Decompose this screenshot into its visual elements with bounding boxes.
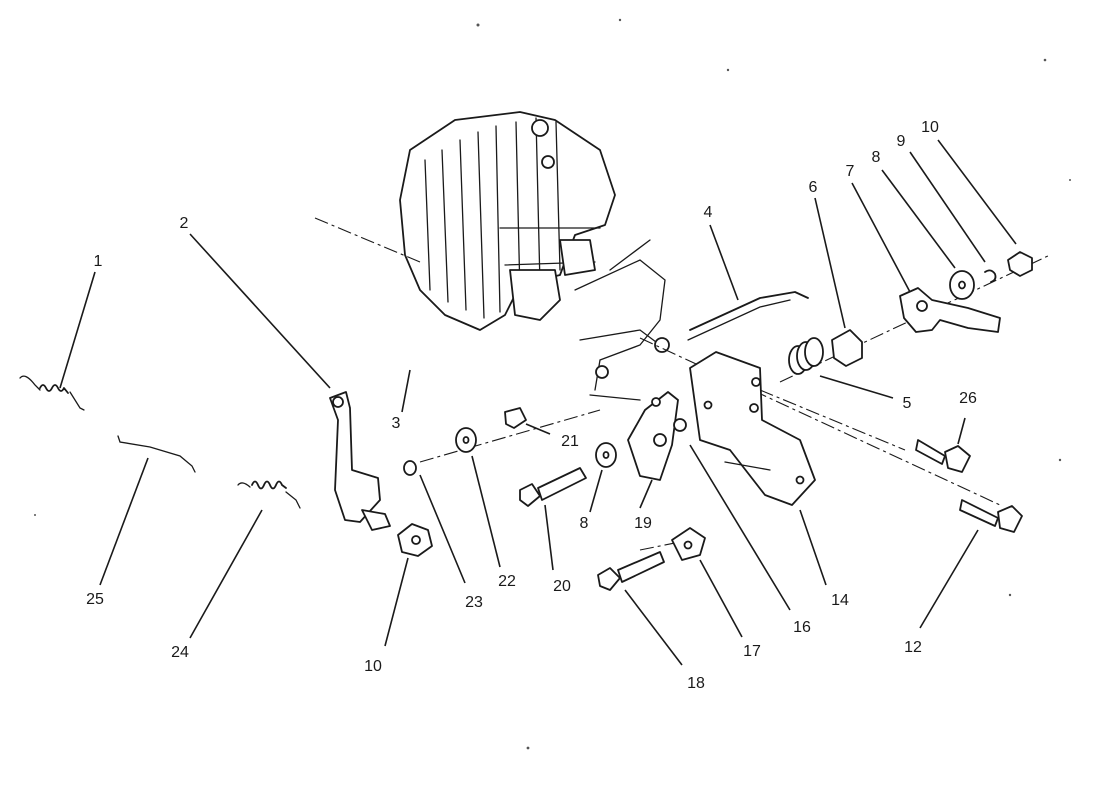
callout-7: 7 — [846, 163, 855, 180]
spring-part-24 — [237, 480, 301, 509]
washer-part-8-lower — [595, 442, 617, 468]
bolt-part-12 — [959, 499, 1023, 533]
callout-17: 17 — [743, 643, 761, 660]
callout-19: 19 — [634, 515, 652, 532]
rod-part-4 — [687, 291, 809, 341]
sleeve-part-6 — [831, 329, 863, 367]
callout-8-upper: 8 — [872, 149, 881, 166]
nut-part-10-lower — [397, 523, 433, 557]
washer-part-8-upper — [949, 270, 975, 300]
spring-part-5 — [788, 337, 824, 375]
washer-part-22 — [455, 427, 477, 453]
callout-labels: 1 2 3 4 5 6 7 8 8 9 10 10 12 14 16 17 18… — [86, 119, 977, 692]
callout-8-lower: 8 — [580, 515, 589, 532]
pivot-part-16 — [673, 418, 687, 432]
callout-24: 24 — [171, 644, 189, 661]
plate-part-14 — [689, 351, 816, 506]
rod-part-25 — [117, 435, 196, 473]
callout-23: 23 — [465, 594, 483, 611]
callout-22: 22 — [498, 573, 516, 590]
callout-6: 6 — [809, 179, 818, 196]
callout-16: 16 — [793, 619, 811, 636]
callout-2: 2 — [180, 215, 189, 232]
washer-part-23 — [403, 460, 417, 476]
bushing-part-21 — [504, 407, 527, 429]
callout-14: 14 — [831, 592, 849, 609]
callout-12: 12 — [904, 639, 922, 656]
callout-3: 3 — [392, 415, 401, 432]
callout-25: 25 — [86, 591, 104, 608]
spring-part-1 — [19, 375, 85, 411]
lever-part-2 — [329, 391, 391, 531]
bracket-part-19 — [627, 391, 679, 481]
clip-part-17 — [671, 527, 706, 561]
callout-18: 18 — [687, 675, 705, 692]
callout-5: 5 — [903, 395, 912, 412]
scan-specks — [34, 18, 1071, 750]
callout-9: 9 — [897, 133, 906, 150]
callout-4: 4 — [704, 204, 713, 221]
callout-10-lower: 10 — [364, 658, 382, 675]
callout-1: 1 — [94, 253, 103, 270]
clip-part-9 — [984, 269, 997, 283]
bolt-part-26 — [915, 439, 971, 473]
callout-20: 20 — [553, 578, 571, 595]
nut-part-10-upper — [1007, 251, 1033, 277]
callout-21: 21 — [561, 433, 579, 450]
engine-block — [399, 111, 670, 401]
bolt-part-18 — [597, 551, 665, 591]
centre-lines — [314, 217, 1051, 551]
bolt-part-20 — [519, 467, 587, 507]
callout-10-upper: 10 — [921, 119, 939, 136]
bracket-part-7 — [899, 287, 1001, 333]
callout-26: 26 — [959, 390, 977, 407]
leader-lines — [59, 139, 1017, 666]
